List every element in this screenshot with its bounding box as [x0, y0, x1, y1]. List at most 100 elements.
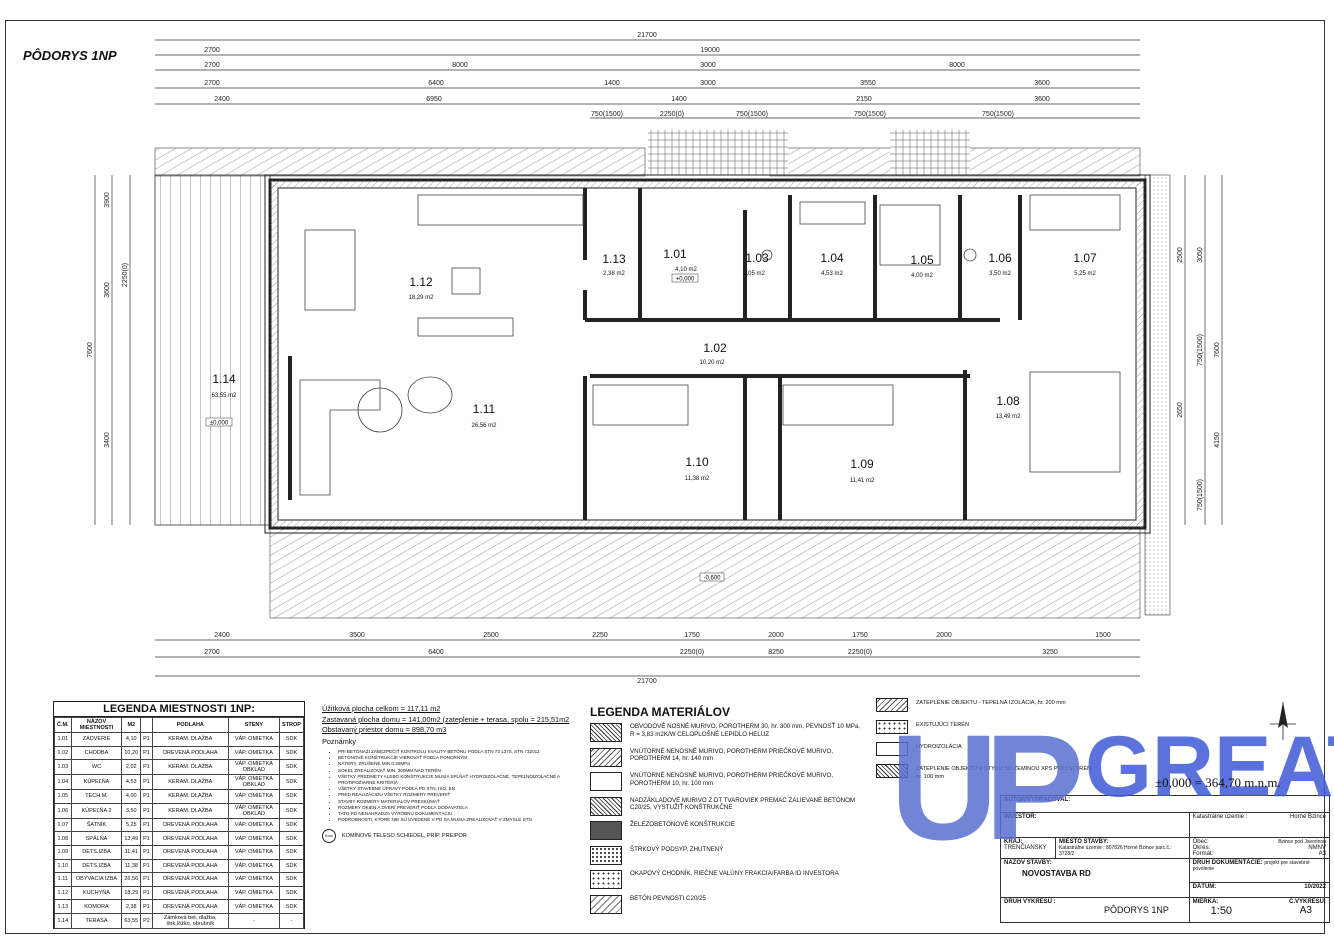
table-cell: P1 — [140, 789, 153, 804]
table-cell: VÁP. OMIETKA — [227, 745, 281, 761]
table-cell: 63,55 — [121, 912, 142, 929]
note-item: TATO PD NENAHRADZA VÝROBNÚ DOKUMENTÁCIU — [338, 811, 577, 817]
svg-text:-0,600: -0,600 — [703, 576, 721, 582]
svg-text:6400: 6400 — [428, 649, 444, 656]
table-cell: 1.12 — [54, 885, 72, 901]
material-label: VNÚTORNÉ NENOSNÉ MURIVO, POROTHERM PRIEČ… — [630, 772, 834, 787]
table-cell: 13,49 — [121, 831, 142, 846]
table-cell: 1.02 — [54, 745, 72, 761]
table-cell: SDK — [279, 802, 304, 819]
svg-text:3550: 3550 — [860, 80, 876, 87]
svg-text:750(1500): 750(1500) — [591, 111, 623, 118]
svg-text:8250: 8250 — [768, 649, 784, 656]
svg-text:2250(0): 2250(0) — [122, 263, 129, 287]
table-cell: ZÁDVERIE — [70, 732, 123, 747]
material-swatch — [590, 870, 622, 889]
room-1.06: 1.06 — [988, 251, 1012, 265]
title-block: AUTOR/VYPRACOVAL: INVESTOR: Katastrálne … — [1000, 795, 1331, 923]
svg-text:5,25 m2: 5,25 m2 — [1074, 271, 1096, 277]
svg-text:2700: 2700 — [204, 649, 220, 656]
table-cell: DREVENÁ PODLAHA — [151, 745, 229, 761]
table-cell: TERASA — [70, 912, 123, 929]
svg-text:2700: 2700 — [204, 62, 220, 69]
furniture — [299, 194, 1121, 496]
notes-title: Poznámky — [322, 736, 357, 746]
table-cell: VÁP. OMIETKA OBKLAD — [227, 802, 281, 819]
table-cell: KERAM. DLAŽBA — [151, 732, 229, 747]
chimney-note: KOMÍNOVÉ TELESO SCHIEDEL, PRÍP. PREIPOR — [342, 833, 467, 840]
table-cell: SPÁLŇA — [70, 831, 123, 846]
material-label: OBVODOVÉ NOSNÉ MURIVO, POROTHERM 30, hr.… — [630, 723, 861, 738]
table-cell: 5,25 — [121, 817, 142, 833]
svg-text:2150: 2150 — [856, 96, 872, 103]
okres-value: NMNV — [1308, 845, 1326, 851]
table-cell: 1.01 — [54, 732, 72, 747]
svg-text:1500: 1500 — [1095, 632, 1111, 639]
table-cell: SDK — [279, 759, 304, 776]
table-cell: P1 — [140, 732, 153, 747]
table-cell: VÁP. OMIETKA — [227, 817, 281, 833]
room-1.09: 1.09 — [850, 457, 874, 471]
room-legend-header: M2 — [121, 717, 142, 733]
svg-text:3900: 3900 — [104, 192, 111, 208]
table-cell: DREVENÁ PODLAHA — [151, 858, 229, 874]
table-cell: SDK — [279, 885, 304, 901]
table-cell: CHODBA — [70, 745, 123, 761]
room-1.14: 1.14 — [212, 372, 236, 386]
druh-label: DRUH DOKUMENTÁCIE: — [1192, 860, 1263, 866]
okres-label: Okres: — [1192, 845, 1211, 851]
table-cell: WC — [70, 759, 123, 776]
materials-legend: LEGENDA MATERIÁLOV OBVODOVÉ NOSNÉ MURIVO… — [590, 705, 870, 925]
room-legend-title: LEGENDA MIESTNOSTI 1NP: — [54, 702, 304, 717]
obec-value: Bzince pod Javorinou — [1278, 839, 1326, 845]
floor-plan: 1.01 1.02 1.03 1.04 1.05 1.06 1.07 1.08 … — [87, 32, 1223, 685]
svg-text:3400: 3400 — [104, 432, 111, 448]
room-legend-header: NÁZOV MIESTNOSTI — [70, 717, 123, 733]
table-cell: 1.13 — [54, 899, 72, 914]
table-cell: KUCHYŇA — [70, 885, 123, 901]
table-cell: SDK — [279, 774, 304, 791]
table-cell: SDK — [279, 872, 304, 887]
scale-label: MIERKA: — [1192, 899, 1219, 905]
table-cell: VÁP. OMIETKA — [227, 789, 281, 804]
room-legend-header: PODLAHA — [151, 717, 229, 733]
kraj-label: KRAJ: — [1004, 839, 1023, 845]
place-label: MIESTO STAVBY: — [1059, 839, 1109, 845]
table-cell: 1.14 — [54, 912, 72, 929]
table-cell: 4,00 — [121, 789, 142, 804]
watermark-up: UP — [890, 703, 1084, 871]
table-cell: DREVENÁ PODLAHA — [151, 872, 229, 887]
svg-text:750(1500): 750(1500) — [1197, 334, 1204, 366]
table-cell: TECH.M. — [70, 789, 123, 804]
table-cell: KERAM. DLAŽBA — [151, 759, 229, 776]
notes-list: PRI BETÓNAŽI ZABEZPEČIŤ KONTROLU KVALITY… — [322, 749, 577, 823]
room-legend-header — [140, 717, 153, 733]
svg-text:1750: 1750 — [684, 632, 700, 639]
table-cell: KOMORA — [70, 899, 123, 914]
table-cell: VÁP. OMIETKA — [227, 844, 281, 860]
svg-text:750(1500): 750(1500) — [1197, 479, 1204, 511]
note-item: BETÓNOVÉ KONŠTRUKCIE VIBROVAŤ PODĽA PONO… — [338, 755, 577, 761]
elevation-note: ±0,000 = 364,70 m.n.m. — [1155, 775, 1281, 790]
table-cell: - — [279, 912, 304, 929]
svg-text:2250: 2250 — [592, 632, 608, 639]
material-label: NADZÁKLADOVÉ MURIVO Z DT TVAROVIEK PREMA… — [630, 796, 856, 812]
table-cell: P1 — [140, 774, 153, 791]
svg-text:3,50 m2: 3,50 m2 — [989, 271, 1011, 277]
table-cell: DREVENÁ PODLAHA — [151, 831, 229, 846]
note-item: VŠETKY STAVEBNÉ ÚPRAVY PODĽA PD STN, ISO… — [338, 786, 577, 792]
table-cell: P1 — [140, 858, 153, 874]
table-cell: 1.06 — [54, 802, 72, 819]
svg-text:1750: 1750 — [852, 632, 868, 639]
material-label: ZATEPLENIE OBJEKTU V STYKU SO ZEMINOU XP… — [916, 766, 1092, 780]
svg-text:2250(0): 2250(0) — [680, 649, 704, 656]
